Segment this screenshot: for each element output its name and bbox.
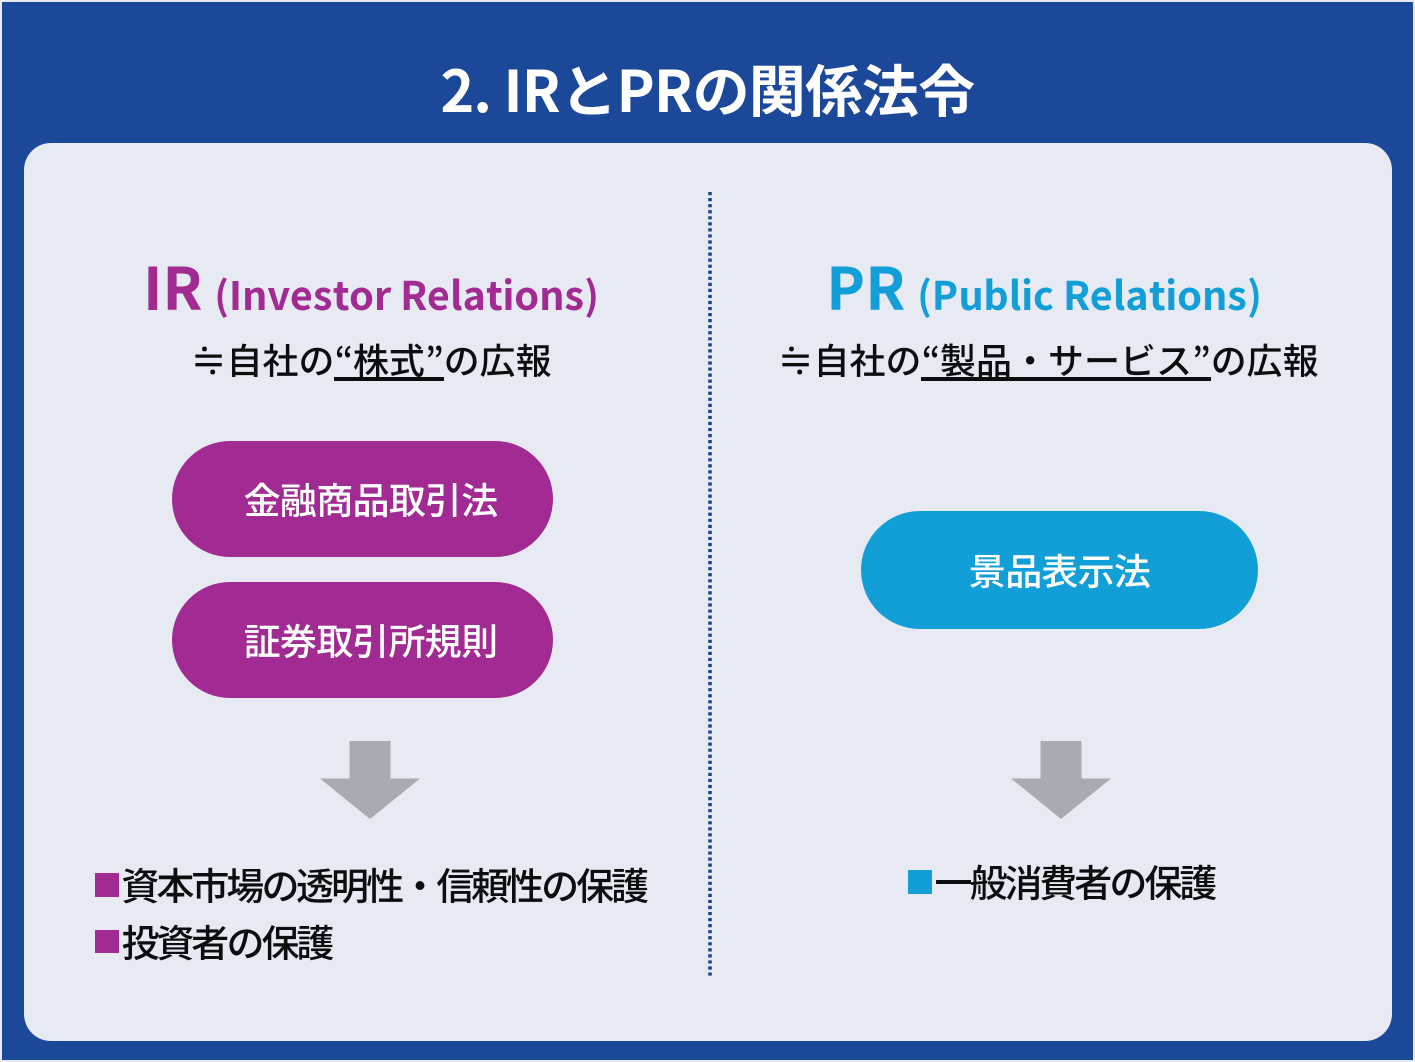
outcome-text: 資本市場の透明性・信頼性の保護 [121,856,649,912]
pr-outcomes: 一般消費者の保護 [908,853,1218,910]
bullet-square-icon [908,870,932,894]
ir-acronym: IR [142,242,203,327]
pr-full-name: (Public Relations) [916,265,1262,322]
ir-full-name: (Investor Relations) [214,265,600,322]
pr-heading: PR(Public Relations) [703,255,1385,332]
outcome-text: 投資者の保護 [121,912,335,968]
pr-definition-quoted: “製品・サービス” [921,333,1211,385]
ir-outcomes: 資本市場の透明性・信頼性の保護 投資者の保護 [95,856,649,970]
column-divider [708,192,712,978]
bullet-square-icon [95,929,119,953]
ir-heading: IR(Investor Relations) [28,255,714,332]
outcome-item: 資本市場の透明性・信頼性の保護 [95,856,649,913]
down-arrow-icon [1011,741,1111,819]
law-pill-label: 金融商品取引法 [243,471,499,525]
law-pill-premiums-and-representations-act: 景品表示法 [861,511,1258,629]
pr-acronym: PR [826,242,905,327]
page-title: 2. IRとPRの関係法令 [440,46,975,129]
ir-definition: ≒自社の“株式”の広報 [28,341,714,381]
down-arrow-icon [320,741,420,819]
outcome-item: 一般消費者の保護 [908,853,1218,910]
outcome-text: 一般消費者の保護 [934,853,1218,909]
law-pill-stock-exchange-rules: 証券取引所規則 [172,582,553,698]
law-pill-financial-instruments-act: 金融商品取引法 [172,441,553,557]
pr-definition-suffix: の広報 [1210,333,1319,385]
ir-definition-prefix: ≒自社の [190,333,335,385]
pr-definition: ≒自社の“製品・サービス”の広報 [707,341,1389,381]
bullet-square-icon [95,873,119,897]
ir-definition-suffix: の広報 [443,333,552,385]
outcome-item: 投資者の保護 [95,913,646,970]
law-pill-label: 景品表示法 [968,542,1151,596]
pr-definition-prefix: ≒自社の [777,333,922,385]
law-pill-label: 証券取引所規則 [243,612,499,666]
ir-definition-quoted: “株式” [334,333,444,385]
